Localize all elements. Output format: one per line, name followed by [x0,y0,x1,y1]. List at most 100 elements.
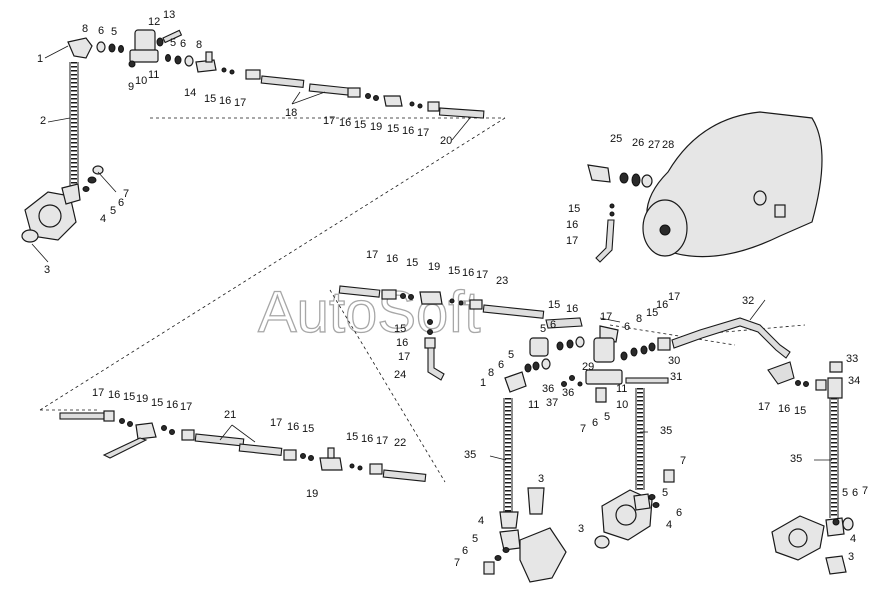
ring-5 [118,45,124,53]
washer-16f [458,300,464,306]
washer-15k [127,421,133,427]
tube-21b [194,433,245,447]
callout-17n: 17 [376,435,388,447]
elbow-4c [633,493,651,511]
callout-3d: 3 [848,551,854,563]
callout-8c: 8 [636,313,642,325]
washer-15n [349,463,355,469]
callout-6c: 6 [118,197,124,209]
callout-4c: 4 [666,519,672,531]
tube-18a [260,75,305,88]
callout-15k: 15 [123,391,135,403]
nut-6d [556,341,564,351]
callout-17g: 17 [398,351,410,363]
tee-19a [383,95,403,107]
callout-1: 1 [37,53,43,65]
nut-17i [657,337,671,351]
lower-left-tubes [59,410,427,482]
washer-16j [803,381,809,387]
washer-15m [308,455,314,461]
pipe-24 [427,347,445,381]
elbow-fitting-1b [504,371,527,393]
callout-31: 31 [670,371,682,383]
tube-21a [59,412,105,420]
callout-6d: 6 [550,319,556,331]
callout-15j: 15 [794,405,806,417]
compressor-head-b [519,527,567,583]
washer-16c [417,103,423,109]
callout-5d: 5 [540,323,546,335]
callout-15i: 15 [646,307,658,319]
callout-7d: 7 [680,455,686,467]
nut-17f [469,299,483,310]
washer-15l [161,425,167,431]
callout-6f: 6 [498,359,504,371]
callout-10: 10 [135,75,147,87]
washer-8c [630,347,638,357]
callout-5g: 5 [472,533,478,545]
callout-32: 32 [742,295,754,307]
tee-19b [419,291,443,305]
callout-15m: 15 [302,423,314,435]
callout-5b: 5 [170,37,176,49]
callout-16m: 16 [287,421,299,433]
ring-5g [502,547,510,553]
callout-17f: 17 [476,269,488,281]
callout-19c: 19 [136,393,148,405]
washer-6e [620,351,628,361]
valve-stem [162,29,183,44]
callout-25: 25 [610,133,622,145]
callout-17: 17 [234,97,246,109]
callout-7b: 7 [580,423,586,435]
bolt-31 [625,377,669,384]
compressor-port [38,204,62,228]
bottom-assemblies [483,361,854,583]
callout-15f: 15 [448,265,460,277]
fitting-7b [595,387,607,403]
plug-7a [92,165,104,175]
callout-6: 6 [98,25,104,37]
callout-7e: 7 [862,485,868,497]
leader-lines [31,45,832,461]
washer-15e [408,294,414,300]
tube-23b [482,304,545,319]
tee-branch [205,51,213,63]
callout-28: 28 [662,139,674,151]
callout-11c: 11 [616,383,627,395]
washer-16l [169,429,175,435]
tube-18b [308,83,351,96]
callout-5i: 5 [842,487,848,499]
nut-8d [541,358,551,370]
washer-15j [795,380,801,386]
plug-7e [842,517,854,531]
nut-26 [619,172,629,184]
callout-16l: 16 [166,399,178,411]
callout-8: 8 [82,23,88,35]
callout-17i: 17 [668,291,680,303]
fitting-9 [128,60,136,68]
branch-tube-19c [102,437,148,459]
callout-12: 12 [148,16,160,28]
callout-3c: 3 [578,523,584,535]
callout-4: 4 [100,213,106,225]
washer-6i [652,502,660,508]
receiver-outlet [659,224,671,236]
callout-17l: 17 [180,401,192,413]
tube-23a [338,285,381,298]
fitting-33 [829,361,843,373]
callout-16n: 16 [361,433,373,445]
top-left-assembly [21,29,485,243]
air-receiver [587,111,823,263]
washer-15a [221,67,227,73]
valve-right-base [585,369,623,385]
tee-19d [319,457,343,471]
callout-17m: 17 [270,417,282,429]
washer-16e [400,293,406,299]
callout-16h: 16 [566,303,578,315]
callout-19b: 19 [428,261,440,273]
washer-6 [108,43,116,53]
nut-17n [369,463,383,475]
callout-5e: 5 [508,349,514,361]
callout-15n: 15 [346,431,358,443]
